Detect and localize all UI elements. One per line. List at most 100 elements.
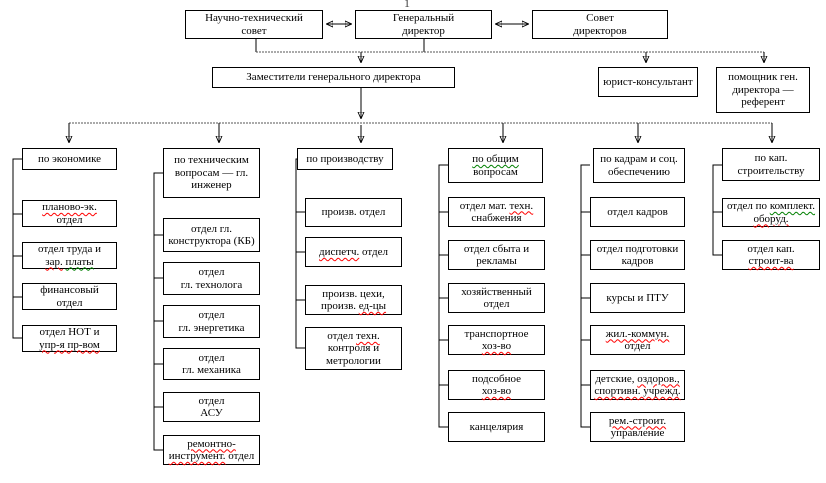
node-deputies: Заместители генерального директора xyxy=(212,67,455,88)
text-line: директоров xyxy=(573,24,627,37)
text-line: строит-ва xyxy=(748,255,794,267)
text-line: отдел xyxy=(56,213,83,226)
org-node: диспетч. отдел xyxy=(305,237,402,267)
text-line: спортивн. учрежд. xyxy=(594,385,681,397)
text-line: по техническим xyxy=(174,154,249,167)
text-line: рекламы xyxy=(476,255,517,267)
text-line: Научно-технический xyxy=(205,12,303,24)
text-line: по кадрам и соц. xyxy=(600,153,678,165)
text-line: канцелярия xyxy=(469,420,524,433)
text-line: отдел труда и xyxy=(38,243,101,255)
org-column-header: по кап.строительству xyxy=(722,148,820,181)
org-column-header: по кадрам и соц.обеспечению xyxy=(593,148,685,183)
text-line: контроля и xyxy=(327,342,380,355)
text-line: хоз-во xyxy=(481,340,512,352)
text-line: отдел кап. xyxy=(747,242,795,255)
text-line: ремонтно- xyxy=(187,437,236,450)
org-node: канцелярия xyxy=(448,412,545,442)
node-legal-consultant: юрист-консультант xyxy=(598,67,698,97)
text-line: отдел гл. xyxy=(191,222,232,235)
text-line: по кап. xyxy=(754,152,788,164)
text-line: упр-я пр-вом xyxy=(39,338,100,351)
text-line: диспетч. отдел xyxy=(319,245,388,258)
text-line: отдел сбыта и xyxy=(463,242,530,255)
text-line: вопросам — гл. xyxy=(174,166,249,179)
org-column-header: по экономике xyxy=(22,148,117,170)
text-line: референт xyxy=(741,96,785,109)
text-line: отдел xyxy=(624,340,651,352)
text-line: отдел xyxy=(56,296,83,309)
org-node: произв. цехи,произв. ед-цы xyxy=(305,285,402,315)
org-node: отдел кап.строит-ва xyxy=(722,240,820,270)
text-line: директора — xyxy=(732,83,794,96)
text-line: конструктора (КБ) xyxy=(168,235,255,247)
text-line: Совет xyxy=(586,12,614,24)
text-line: отдел техн. xyxy=(327,329,380,342)
text-line: юрист-консультант xyxy=(603,75,693,88)
text-line: произв. ед-цы xyxy=(320,300,387,312)
text-line: подсобное xyxy=(471,372,522,385)
text-line: жил.-коммун. xyxy=(605,327,670,340)
org-node: детские, оздоров.,спортивн. учрежд. xyxy=(590,370,685,400)
text-line: оборуд. xyxy=(753,212,789,225)
text-line: транспортное xyxy=(464,327,529,340)
text-line: Заместители генерального директора xyxy=(246,71,421,84)
text-line: управление xyxy=(610,427,665,439)
text-line: отдел xyxy=(198,266,225,278)
text-line: гл. энергетика xyxy=(178,321,245,334)
text-line: Генеральный xyxy=(392,12,455,24)
text-line: снабжения xyxy=(471,212,522,224)
text-line: произв. цехи, xyxy=(322,287,385,300)
org-node: отдел по комплект.оборуд. xyxy=(722,198,820,227)
text-line: инженер xyxy=(191,179,232,192)
org-node: отдел кадров xyxy=(590,197,685,227)
text-line: отдел xyxy=(198,309,225,321)
text-line: гл. механика xyxy=(182,364,241,376)
text-line: директор xyxy=(402,24,445,37)
text-line: отдел НОТ и xyxy=(39,326,100,338)
text-line: отдел xyxy=(483,298,510,310)
text-line: хозяйственный xyxy=(461,285,532,298)
text-line: метрологии xyxy=(326,354,381,367)
text-line: отдел xyxy=(198,351,225,364)
text-line: рем.-строит. xyxy=(608,414,667,427)
text-line: отдел кадров xyxy=(607,205,668,218)
text-line: гл. технолога xyxy=(180,278,243,291)
org-node: жил.-коммун.отдел xyxy=(590,325,685,355)
text-line: обеспечению xyxy=(608,165,670,178)
text-line: по производству xyxy=(306,152,384,165)
text-line: планово-эк. xyxy=(42,201,97,213)
page-number: 1 xyxy=(404,0,410,10)
text-line: вопросам xyxy=(473,165,518,178)
org-node: ремонтно-инструмент. отдел xyxy=(163,435,260,465)
text-line: курсы и ПТУ xyxy=(606,291,669,304)
org-node: произв. отдел xyxy=(305,198,402,227)
text-line: помощник ген. xyxy=(728,71,798,84)
text-line: зар. платы xyxy=(45,255,94,268)
text-line: инструмент. отдел xyxy=(168,450,255,462)
text-line: отдел подготовки xyxy=(596,242,679,255)
text-line: произв. отдел xyxy=(321,206,386,219)
text-line: отдел xyxy=(198,394,225,407)
text-line: детские, оздоров., xyxy=(595,372,680,385)
node-assistant-referent: помощник ген.директора —референт xyxy=(716,67,810,113)
text-line: финансовый xyxy=(40,284,99,296)
org-column-header: по производству xyxy=(297,148,393,170)
